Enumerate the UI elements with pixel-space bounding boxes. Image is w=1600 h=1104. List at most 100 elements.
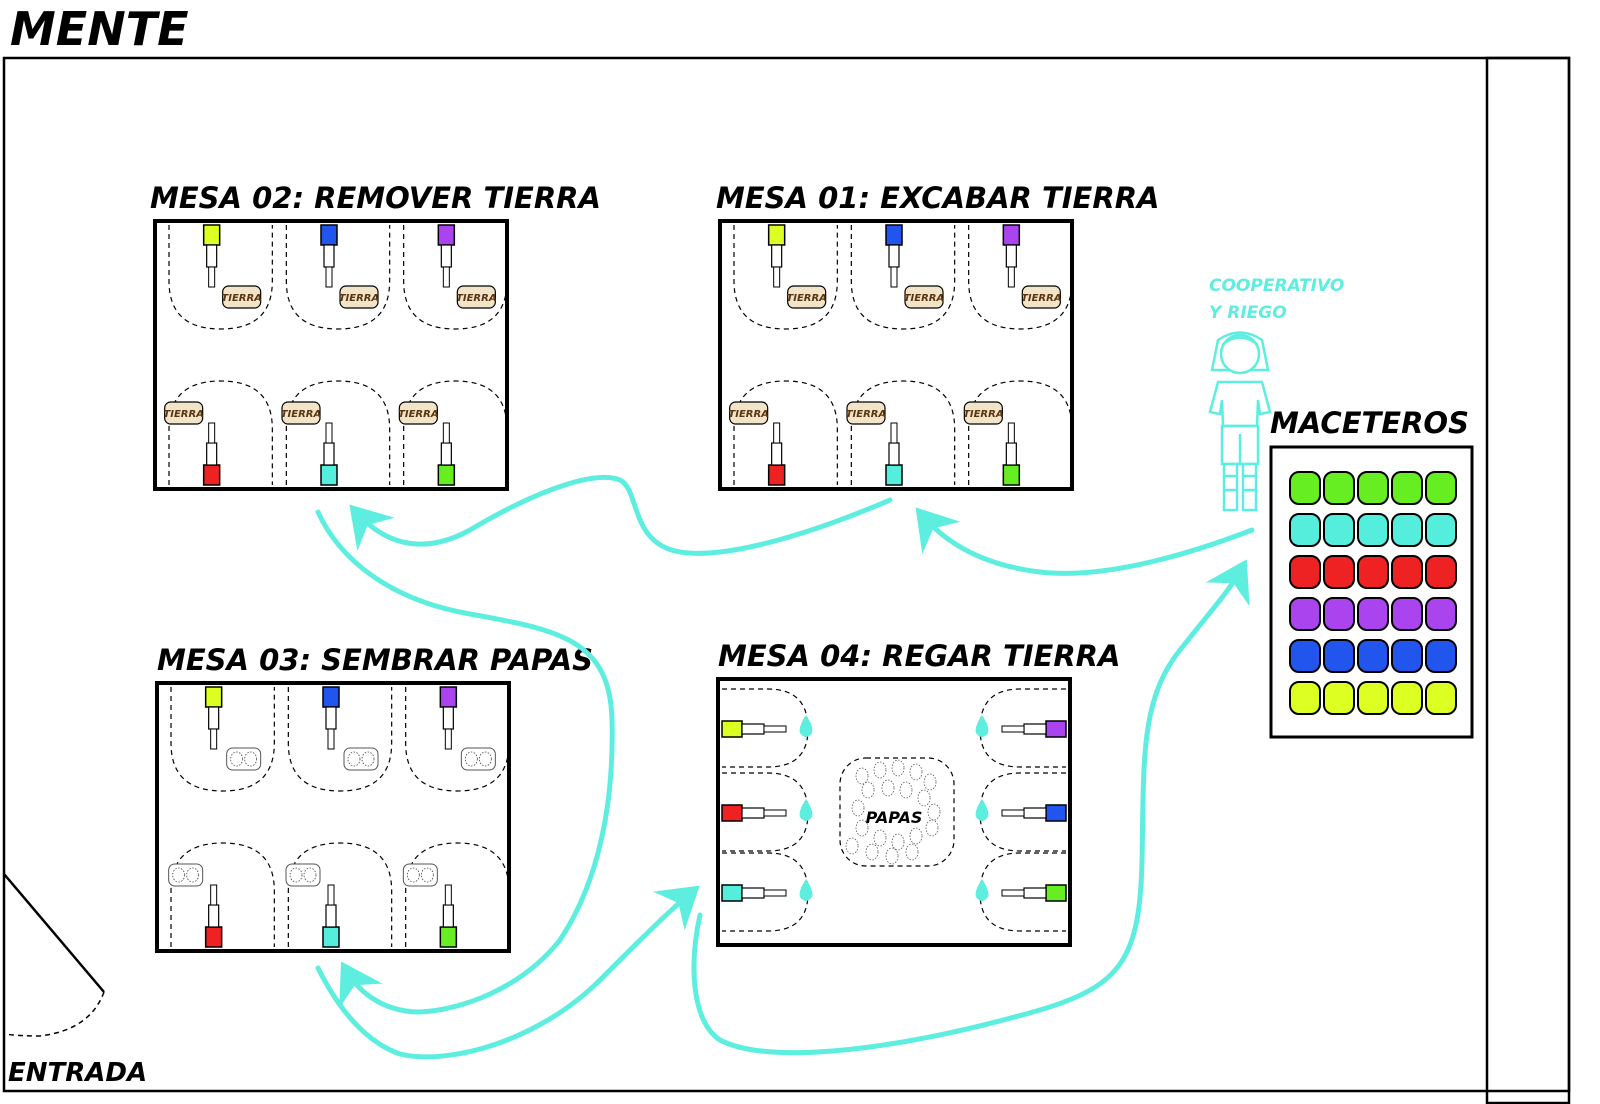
pot <box>1425 597 1457 631</box>
tool-shaft <box>208 904 220 928</box>
tool-shaft <box>1023 887 1047 899</box>
potato-icon <box>891 759 905 777</box>
entrance-label: ENTRADA <box>8 1058 147 1088</box>
table-3 <box>155 681 511 953</box>
tool-handle <box>1045 804 1067 822</box>
tool-tip <box>444 884 452 906</box>
tool-shaft <box>771 244 783 268</box>
soil-tag-label: TIERRA <box>339 293 380 304</box>
tool-shaft <box>741 887 765 899</box>
seat-area <box>287 687 393 792</box>
soil-tag <box>729 401 769 425</box>
soil-tag <box>339 285 379 309</box>
potato-tag <box>285 863 321 887</box>
seat-area <box>733 225 838 330</box>
tool-handle <box>1002 464 1021 486</box>
tool-handle <box>885 224 903 246</box>
potato-icon <box>885 847 899 865</box>
soil-tag-label: TIERRA <box>846 409 887 420</box>
tool-shaft <box>440 244 452 268</box>
tool-tip <box>1001 725 1025 733</box>
pot <box>1357 471 1389 505</box>
person-label-line1: COOPERATIVO <box>1209 276 1344 296</box>
pot <box>1289 597 1321 631</box>
potato-icon <box>845 837 859 855</box>
potato-tag <box>226 747 262 771</box>
soil-tag <box>456 285 496 309</box>
tool-handle <box>721 804 743 822</box>
tool-tip <box>442 266 450 288</box>
tool-tip <box>208 266 216 288</box>
pot <box>1289 639 1321 673</box>
potato-icon <box>923 773 937 791</box>
tool-shaft <box>325 706 337 730</box>
tool-tip <box>442 422 450 444</box>
soil-tag <box>963 401 1003 425</box>
tool-handle <box>721 884 743 902</box>
pot <box>1357 681 1389 715</box>
water-drop-icon <box>799 799 813 821</box>
tool-shaft <box>206 442 218 466</box>
pot <box>1391 555 1423 589</box>
tool-handle <box>1045 884 1067 902</box>
tool-tip <box>210 884 218 906</box>
soil-tag-label: TIERRA <box>904 293 945 304</box>
pot <box>1391 681 1423 715</box>
soil-tag <box>398 401 438 425</box>
soil-tag <box>846 401 886 425</box>
tool-shaft <box>323 244 335 268</box>
tool-shaft <box>325 904 337 928</box>
pot <box>1357 597 1389 631</box>
pot <box>1289 471 1321 505</box>
pot <box>1323 639 1355 673</box>
person-label-line2: Y RIEGO <box>1209 303 1287 323</box>
tool-shaft <box>442 706 454 730</box>
tool-shaft <box>741 723 765 735</box>
potato-icon <box>244 751 258 767</box>
seat-area <box>968 225 1073 330</box>
pot <box>1323 681 1355 715</box>
tool-tip <box>1007 422 1015 444</box>
tool-handle <box>202 224 221 246</box>
potato-icon <box>289 867 303 883</box>
potato-icon <box>881 779 895 797</box>
soil-tag <box>222 285 262 309</box>
tool-tip <box>1007 266 1015 288</box>
tool-tip <box>327 884 335 906</box>
tool-tip <box>1001 889 1025 897</box>
tool-handle <box>322 926 340 948</box>
tool-shaft <box>888 442 900 466</box>
flow-arrow-5 <box>691 559 1250 1056</box>
pot <box>1323 513 1355 547</box>
potato-tag <box>343 747 379 771</box>
tool-handle <box>767 224 786 246</box>
potato-icon <box>917 789 931 807</box>
tool-shaft <box>771 442 783 466</box>
pot <box>1357 555 1389 589</box>
water-drop-icon <box>975 715 989 737</box>
potato-icon <box>855 819 869 837</box>
tool-handle <box>204 926 223 948</box>
seat-area <box>170 687 275 792</box>
flow-arrow-1 <box>915 507 1255 576</box>
tool-shaft <box>440 442 452 466</box>
potato-icon <box>873 761 887 779</box>
tool-tip <box>325 422 333 444</box>
table-1-title: MESA 01: EXCABAR TIERRA <box>716 181 1159 215</box>
tool-shaft <box>1005 244 1017 268</box>
tool-handle <box>721 720 743 738</box>
potato-icon <box>873 829 887 847</box>
water-drop-icon <box>975 799 989 821</box>
tool-handle <box>439 926 458 948</box>
tool-tip <box>890 266 898 288</box>
tool-handle <box>1002 224 1021 246</box>
potato-icon <box>303 867 317 883</box>
potato-icon <box>855 767 869 785</box>
table-4-title: MESA 04: REGAR TIERRA <box>718 639 1120 673</box>
flow-arrow-4 <box>315 885 700 1060</box>
soil-tag-label: TIERRA <box>1021 293 1062 304</box>
potato-icon <box>361 751 375 767</box>
tool-shaft <box>208 706 220 730</box>
soil-tag-label: TIERRA <box>456 293 497 304</box>
